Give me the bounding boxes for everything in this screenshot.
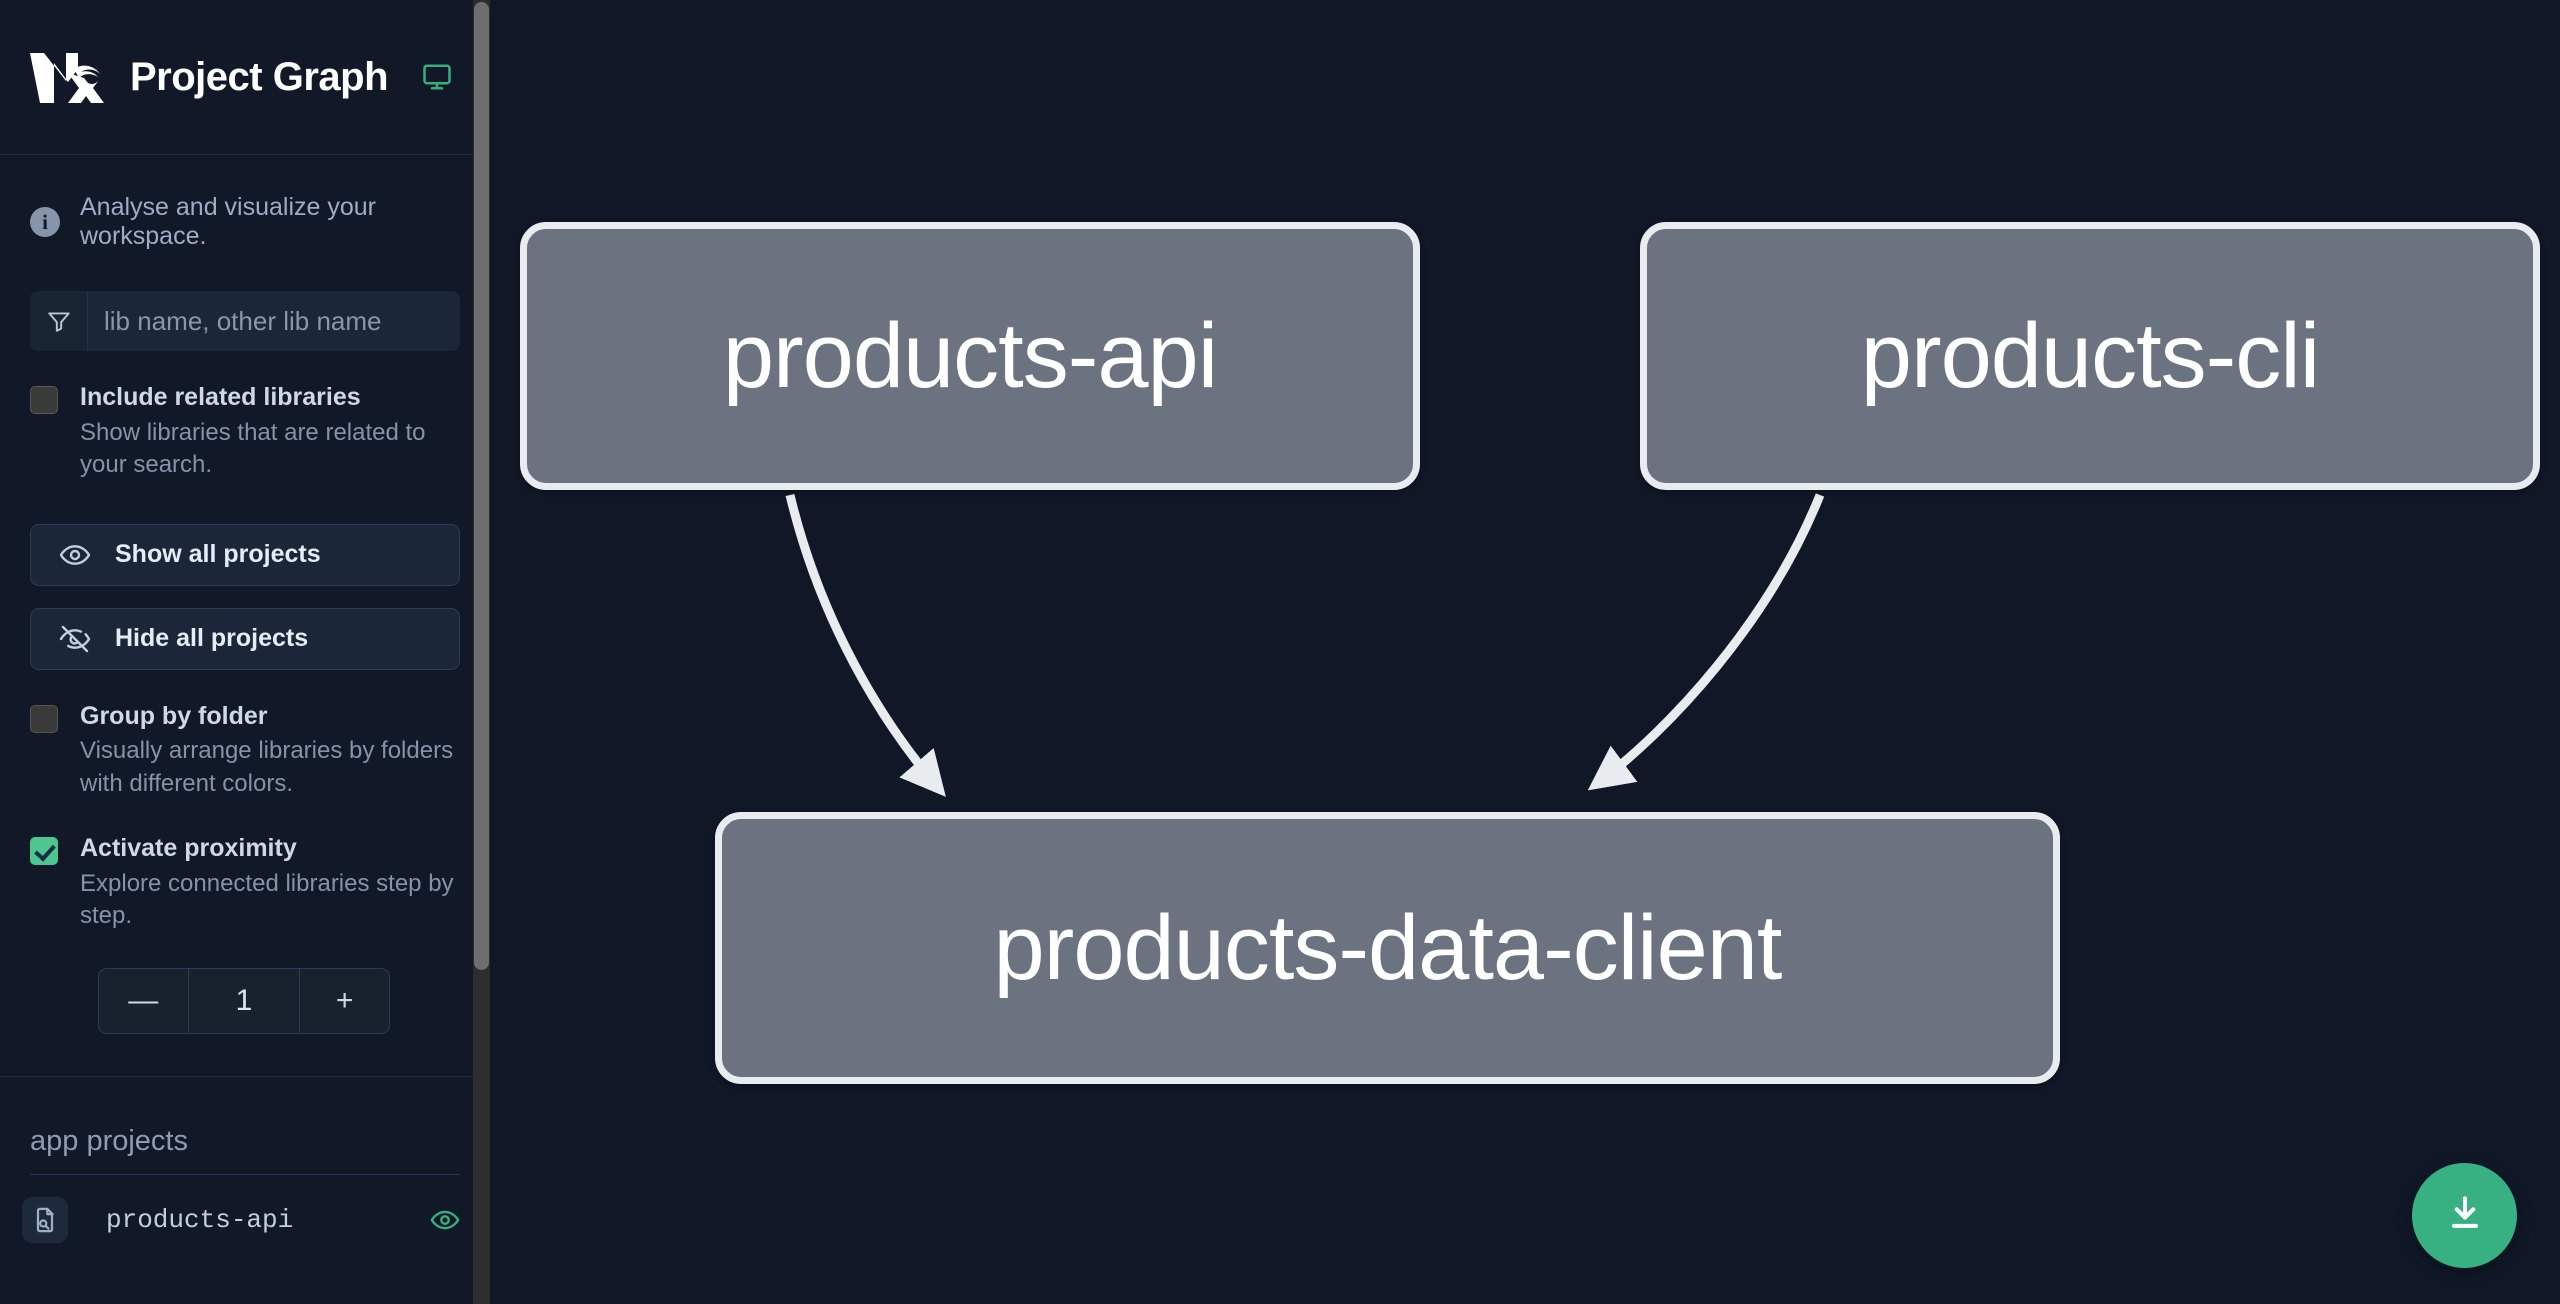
monitor-icon[interactable] [422,62,452,92]
download-icon [2443,1191,2487,1240]
workspace-info-text: Analyse and visualize your workspace. [80,193,376,250]
project-visibility-eye-icon[interactable] [430,1205,460,1235]
sidebar-scrollbar-track[interactable] [473,0,490,1304]
hide-all-projects-button[interactable]: Hide all projects [30,607,460,670]
proximity-increment-button[interactable]: + [335,983,354,1017]
proximity-decrement-button[interactable]: — [128,983,159,1017]
project-group-title: app projects [30,1124,188,1157]
project-group-rule [30,1173,460,1175]
search-input[interactable] [88,291,460,351]
project-name: products-api [106,1204,294,1235]
graph-node-products-api[interactable]: products-api [520,222,1420,490]
sidebar-divider [0,1075,490,1077]
option-group-by-folder[interactable]: Group by folder Visually arrange librari… [0,702,490,801]
project-file-icon [22,1196,68,1243]
option-description: Visually arrange libraries by folders wi… [80,737,454,797]
graph-edges [785,493,1825,797]
search-field[interactable] [30,291,460,351]
nx-logo-icon [28,49,104,105]
eye-icon [59,539,95,571]
option-activate-proximity[interactable]: Activate proximity Explore connected lib… [0,834,490,933]
list-item[interactable]: products-api [0,1175,490,1243]
graph-canvas[interactable]: products-api products-cli products-data-… [490,0,2560,1304]
graph-node-products-cli[interactable]: products-cli [1640,222,2540,490]
include-related-libraries-checkbox[interactable] [30,386,58,414]
activate-proximity-checkbox[interactable] [30,837,58,866]
option-label: Activate proximity [80,834,297,863]
group-by-folder-checkbox[interactable] [30,704,58,733]
option-description: Explore connected libraries step by step… [80,869,454,930]
edge-products-api-to-products-data-client [785,493,946,797]
page-title: Project Graph [130,54,389,99]
eye-off-icon [59,623,95,655]
option-description: Show libraries that are related to your … [80,418,426,479]
edge-products-cli-to-products-data-client [1587,493,1825,791]
sidebar: Project Graph i Analyse and visualize yo… [0,0,490,1304]
option-label: Group by folder [80,701,268,730]
info-icon: i [30,207,60,237]
option-include-related-libraries[interactable]: Include related libraries Show libraries… [0,383,490,482]
hide-all-projects-label: Hide all projects [115,624,309,653]
proximity-value: 1 [187,968,301,1033]
workspace-info: i Analyse and visualize your workspace. [0,155,490,251]
graph-node-products-data-client[interactable]: products-data-client [715,812,2060,1084]
option-label: Include related libraries [80,383,361,411]
sidebar-scrollbar-thumb[interactable] [474,2,489,970]
download-graph-button[interactable] [2412,1163,2517,1268]
filter-icon [30,291,88,351]
show-all-projects-label: Show all projects [115,540,321,569]
proximity-stepper[interactable]: — 1 + [98,967,390,1034]
sidebar-header: Project Graph [0,0,490,155]
show-all-projects-button[interactable]: Show all projects [30,523,460,586]
